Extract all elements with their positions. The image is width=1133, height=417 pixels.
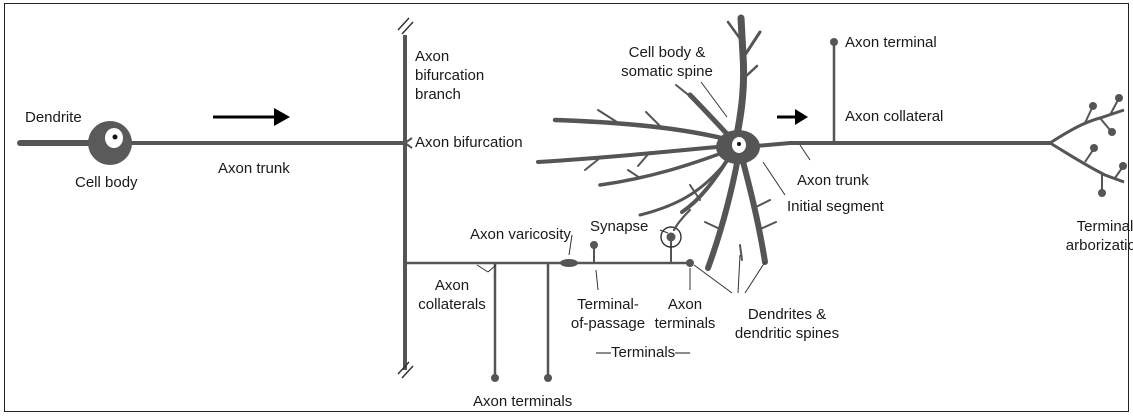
label-terminal-of-passage: Terminal- of-passage: [568, 295, 648, 333]
label-axon-collaterals: Axon collaterals: [418, 276, 486, 314]
label-axon-trunk-left: Axon trunk: [218, 159, 290, 178]
axon-terminal-3: [686, 259, 694, 267]
axon-terminal-top: [830, 38, 838, 46]
axon-terminal-1: [491, 374, 499, 382]
left-nucleolus: [113, 135, 118, 140]
bifurcation-branch: [398, 18, 413, 378]
label-terminals-bracket: —Terminals—: [596, 343, 690, 362]
direction-arrow-left: [213, 108, 290, 126]
terminal-of-passage: [590, 241, 598, 249]
label-terminal-arborization: Terminal arborization: [1055, 217, 1133, 255]
label-dendrite: Dendrite: [25, 108, 82, 127]
label-cell-body-somatic-spine: Cell body & somatic spine: [602, 43, 732, 81]
label-axon-terminals-bottom: Axon terminals: [473, 392, 572, 411]
label-axon-terminals-mid: Axon terminals: [650, 295, 720, 333]
label-cell-body-left: Cell body: [75, 173, 138, 192]
right-nucleolus: [737, 142, 741, 146]
leader-lines: [477, 82, 810, 293]
label-axon-bifurcation-branch: Axon bifurcation branch: [415, 47, 484, 104]
label-axon-trunk-right: Axon trunk: [797, 171, 869, 190]
label-initial-segment: Initial segment: [787, 197, 884, 216]
label-axon-collateral: Axon collateral: [845, 107, 943, 126]
left-neuron: [20, 121, 405, 165]
break-mark-top: [398, 18, 413, 34]
label-synapse: Synapse: [590, 217, 648, 236]
label-axon-bifurcation: Axon bifurcation: [415, 133, 523, 152]
label-axon-varicosity: Axon varicosity: [470, 225, 571, 244]
axon-terminal-2: [544, 374, 552, 382]
label-dendrites-spines: Dendrites & dendritic spines: [722, 305, 852, 343]
direction-arrow-right: [777, 109, 808, 125]
label-axon-terminal-top: Axon terminal: [845, 33, 937, 52]
axon-varicosity: [560, 259, 578, 267]
